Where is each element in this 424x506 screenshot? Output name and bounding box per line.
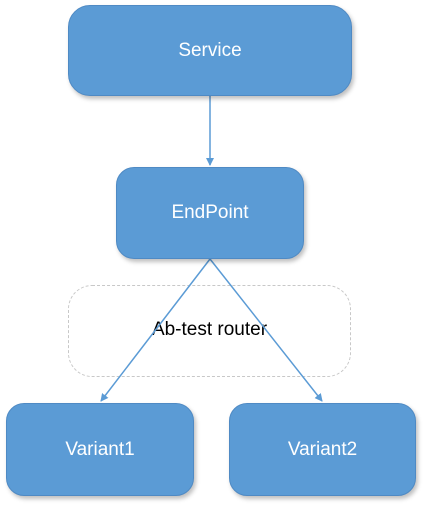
service-node-label: Service — [178, 39, 242, 61]
variant2-node-label: Variant2 — [287, 438, 358, 460]
arrow-endpoint-to-variant1 — [100, 258, 211, 402]
ab-test-router-region — [68, 285, 351, 377]
ab-test-router-label: Ab-test router — [151, 319, 268, 340]
arrow-endpoint-to-variant2 — [209, 258, 323, 402]
variant1-node-label: Variant1 — [65, 438, 135, 460]
variant2-node: Variant2 — [229, 403, 416, 496]
service-node: Service — [68, 5, 352, 96]
variant1-node: Variant1 — [6, 403, 194, 496]
endpoint-node-label: EndPoint — [171, 202, 249, 223]
endpoint-node: EndPoint — [116, 167, 304, 259]
